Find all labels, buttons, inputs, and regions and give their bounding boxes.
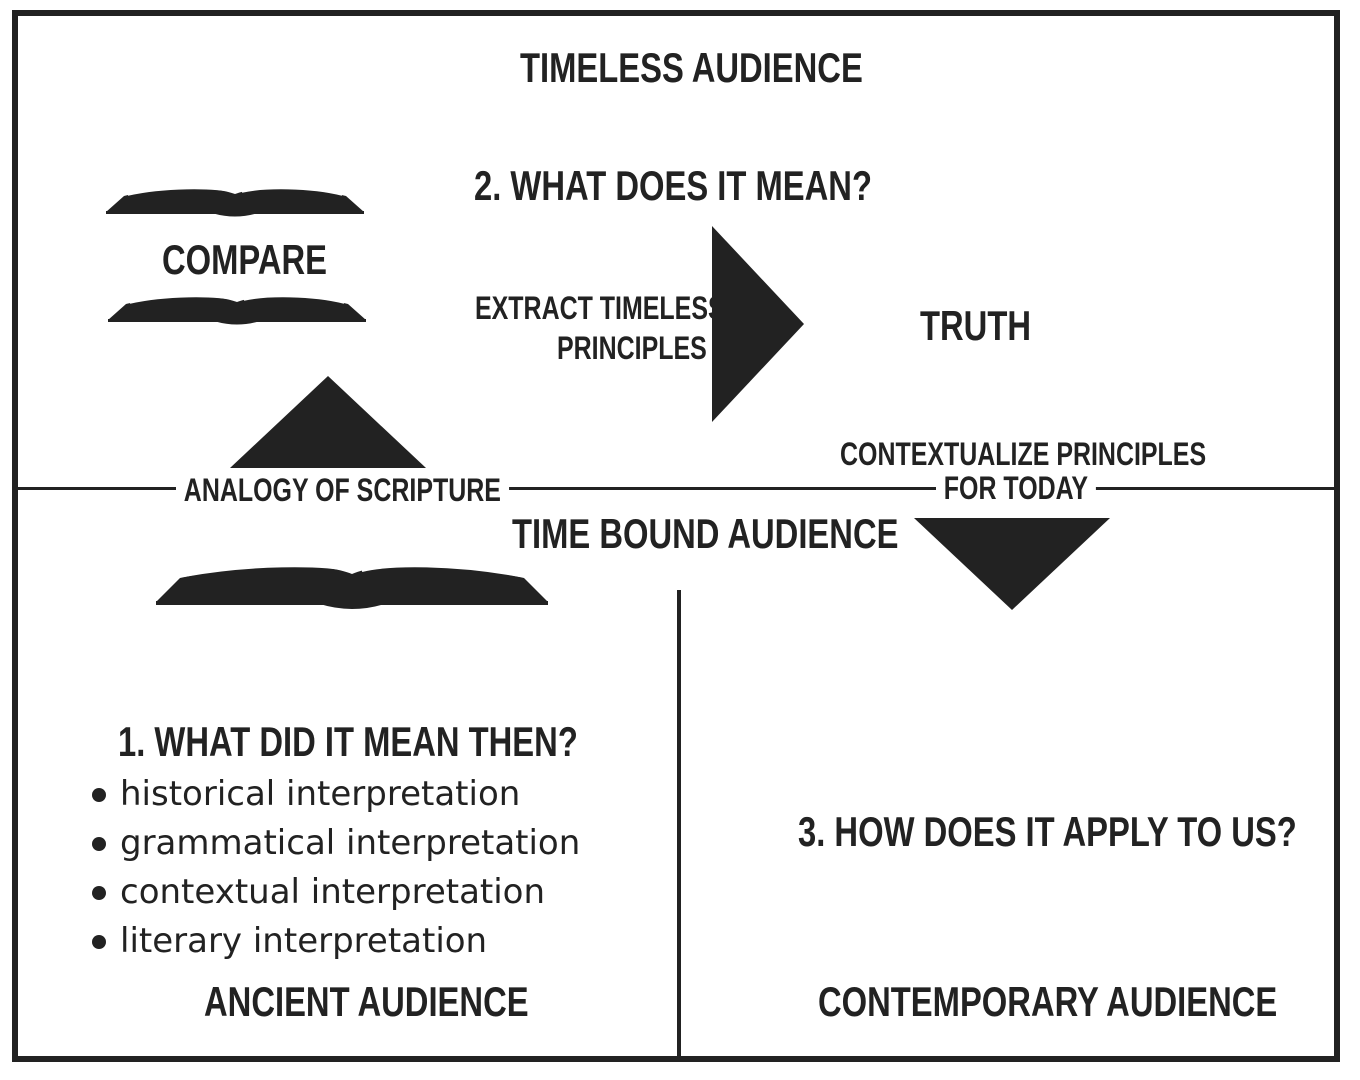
list-item-text: literary interpretation: [120, 921, 488, 961]
contextualize-label-line1: CONTEXTUALIZE PRINCIPLES: [840, 436, 1207, 472]
analogy-of-scripture-label: ANALOGY OF SCRIPTURE: [176, 472, 509, 509]
open-book-icon: [108, 295, 366, 325]
timeless-audience-title: TIMELESS AUDIENCE: [520, 44, 863, 91]
list-item: literary interpretation: [92, 917, 580, 966]
diagram-frame: [12, 10, 1340, 1062]
vertical-divider: [677, 590, 681, 1058]
bullet-icon: [92, 787, 106, 802]
step-2-heading: 2. WHAT DOES IT MEAN?: [474, 162, 872, 209]
list-item: contextual interpretation: [92, 868, 580, 917]
bullet-icon: [92, 934, 106, 949]
horizontal-divider: [12, 487, 1340, 490]
bullet-icon: [92, 836, 106, 851]
extract-label-line2: PRINCIPLES: [557, 330, 707, 366]
step-1-heading: 1. WHAT DID IT MEAN THEN?: [118, 718, 578, 765]
bullet-icon: [92, 885, 106, 900]
open-book-icon: [106, 187, 364, 217]
extract-label-line1: EXTRACT TIMELESS: [475, 290, 725, 326]
interpretation-list: historical interpretation grammatical in…: [92, 770, 580, 966]
step-3-heading: 3. HOW DOES IT APPLY TO US?: [798, 808, 1297, 855]
list-item-text: grammatical interpretation: [120, 823, 581, 863]
arrow-right-icon: [712, 226, 804, 422]
truth-label: TRUTH: [920, 302, 1032, 349]
open-book-icon: [156, 565, 548, 609]
contemporary-audience-label: CONTEMPORARY AUDIENCE: [818, 978, 1278, 1025]
list-item: grammatical interpretation: [92, 819, 580, 868]
list-item-text: historical interpretation: [120, 774, 521, 814]
compare-label: COMPARE: [162, 236, 328, 283]
contextualize-label-line2: FOR TODAY: [936, 470, 1096, 507]
arrow-up-icon: [230, 376, 426, 468]
list-item: historical interpretation: [92, 770, 580, 819]
list-item-text: contextual interpretation: [120, 872, 546, 912]
ancient-audience-label: ANCIENT AUDIENCE: [204, 978, 529, 1025]
arrow-down-icon: [914, 518, 1110, 610]
time-bound-audience-label: TIME BOUND AUDIENCE: [512, 510, 899, 557]
